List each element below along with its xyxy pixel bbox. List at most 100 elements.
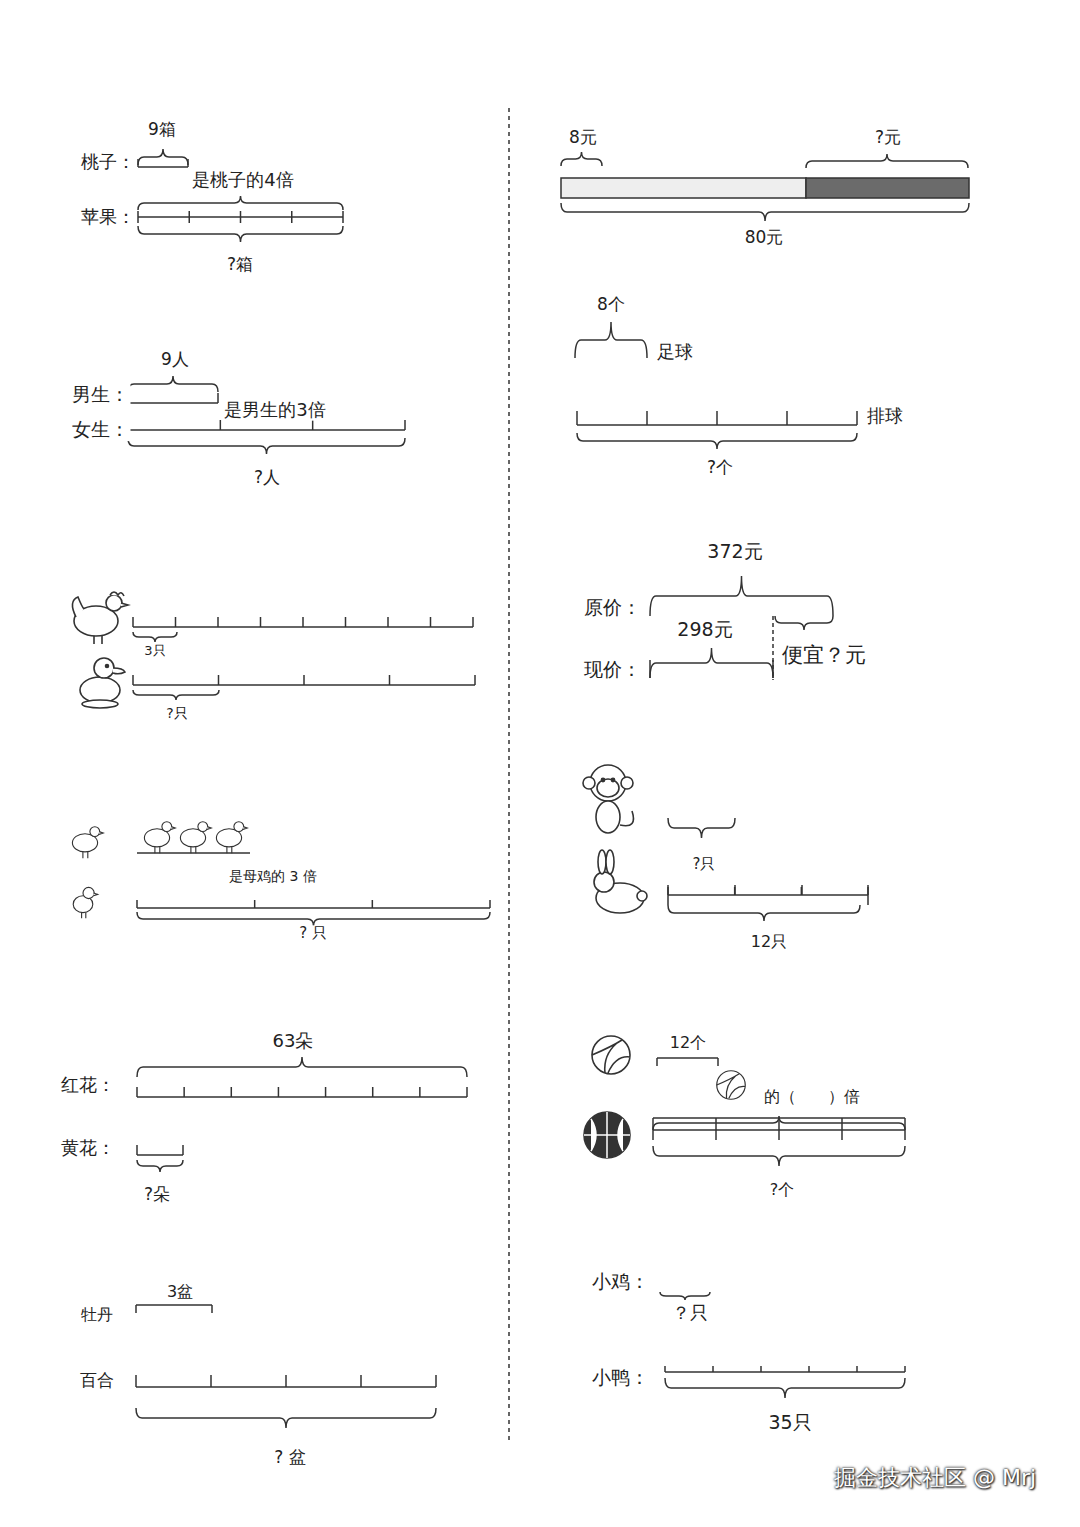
diagram-label: 298元 [675, 619, 734, 641]
diagram-label: 63朵 [271, 1031, 316, 1052]
diagram-label: ？只 [670, 1303, 710, 1324]
diagram-label: 12个 [668, 1034, 708, 1052]
line-stroke [646, 411, 648, 425]
line-stroke [772, 616, 774, 680]
line-stroke [137, 1154, 183, 1156]
line-stroke [904, 1366, 906, 1372]
line-stroke [575, 322, 647, 358]
diagram-label: 黄花： [59, 1138, 117, 1159]
line-stroke [137, 912, 490, 926]
line-stroke [325, 1087, 327, 1097]
line-stroke [712, 1366, 714, 1372]
line-stroke [260, 617, 262, 627]
line-stroke [138, 196, 343, 210]
diagram-label: 372元 [705, 541, 764, 563]
line-stroke [806, 154, 968, 168]
diagram-label: 小鸡： [590, 1271, 651, 1293]
line-stroke [660, 1292, 710, 1300]
line-stroke [665, 1371, 905, 1373]
line-stroke [775, 616, 833, 630]
line-stroke [128, 376, 218, 392]
bar-part [561, 178, 806, 198]
animal-icons [72, 592, 745, 1158]
line-stroke [653, 1146, 905, 1166]
line-stroke [240, 211, 242, 223]
line-stroke [137, 907, 490, 909]
line-stroke [372, 1087, 374, 1097]
line-stroke [138, 149, 188, 165]
line-stroke [133, 632, 177, 642]
diagram-label: 现价： [582, 659, 643, 681]
diagram-label: ?只 [164, 705, 189, 721]
line-stroke [137, 1160, 183, 1172]
diagram-label: 足球 [655, 342, 695, 363]
bar-part [806, 178, 969, 198]
line-stroke [342, 211, 344, 223]
line-stroke [668, 905, 860, 921]
line-stroke [652, 1118, 654, 1140]
line-stroke [137, 211, 139, 223]
diagram-label: 8个 [595, 295, 627, 315]
line-stroke [668, 885, 868, 905]
diagram-label: ?人 [252, 468, 282, 488]
diagram-label: 便宜？元 [780, 643, 868, 667]
diagram-label: 桃子： [79, 152, 137, 173]
line-stroke [128, 438, 405, 454]
diagram-label: 男生： [70, 384, 131, 406]
line-stroke [137, 1057, 467, 1077]
line-stroke [211, 1305, 213, 1313]
line-stroke [650, 648, 773, 678]
line-stroke [128, 429, 405, 431]
line-stroke [312, 420, 314, 430]
diagram-label: 的（ ）倍 [762, 1088, 862, 1106]
line-stroke [856, 1366, 858, 1372]
line-stroke [577, 433, 857, 449]
line-stroke [372, 900, 374, 908]
line-stroke [576, 411, 578, 425]
diagram-label: 红花： [59, 1075, 117, 1096]
line-stroke [657, 1057, 718, 1059]
diagram-label: 百合 [78, 1371, 116, 1391]
line-stroke [189, 211, 191, 223]
line-stroke [254, 900, 256, 908]
line-stroke [419, 1087, 421, 1097]
column-divider [508, 108, 510, 1440]
line-stroke [136, 1408, 436, 1428]
line-stroke [778, 1118, 780, 1140]
diagram-label: 35只 [766, 1412, 813, 1434]
line-stroke [404, 420, 406, 430]
line-stroke [389, 675, 391, 685]
diagram-label: 9箱 [146, 120, 178, 140]
line-stroke [472, 617, 474, 627]
diagram-label: ? 盆 [272, 1448, 307, 1468]
line-stroke [136, 1145, 138, 1155]
line-stroke [656, 1058, 658, 1066]
diagram-label: ?只 [691, 856, 718, 873]
diagram-label: 牡丹 [79, 1306, 115, 1324]
line-stroke [220, 420, 222, 430]
line-stroke [138, 226, 343, 242]
diagram-label: 原价： [582, 597, 643, 619]
line-stroke [135, 1375, 137, 1387]
diagram-label: 3只 [142, 644, 167, 659]
line-stroke [474, 675, 476, 685]
line-stroke [132, 675, 134, 685]
line-stroke [716, 411, 718, 425]
line-stroke [489, 900, 491, 908]
line-stroke [665, 1378, 905, 1398]
line-stroke [668, 818, 735, 838]
line-stroke [136, 900, 138, 908]
line-stroke [132, 617, 134, 627]
diagram-label: 是母鸡的 3 倍 [227, 868, 319, 884]
diagram-label: 是桃子的4倍 [190, 170, 295, 191]
diagram-label: ?朵 [142, 1185, 172, 1205]
line-stroke [650, 576, 833, 616]
line-stroke [760, 1366, 762, 1372]
line-stroke [668, 894, 868, 896]
line-stroke [136, 1304, 212, 1306]
line-stroke [664, 1366, 666, 1372]
line-stroke [360, 1375, 362, 1387]
diagram-label: 是男生的3倍 [222, 400, 327, 421]
segment-lines [128, 149, 969, 1428]
line-stroke [345, 617, 347, 627]
